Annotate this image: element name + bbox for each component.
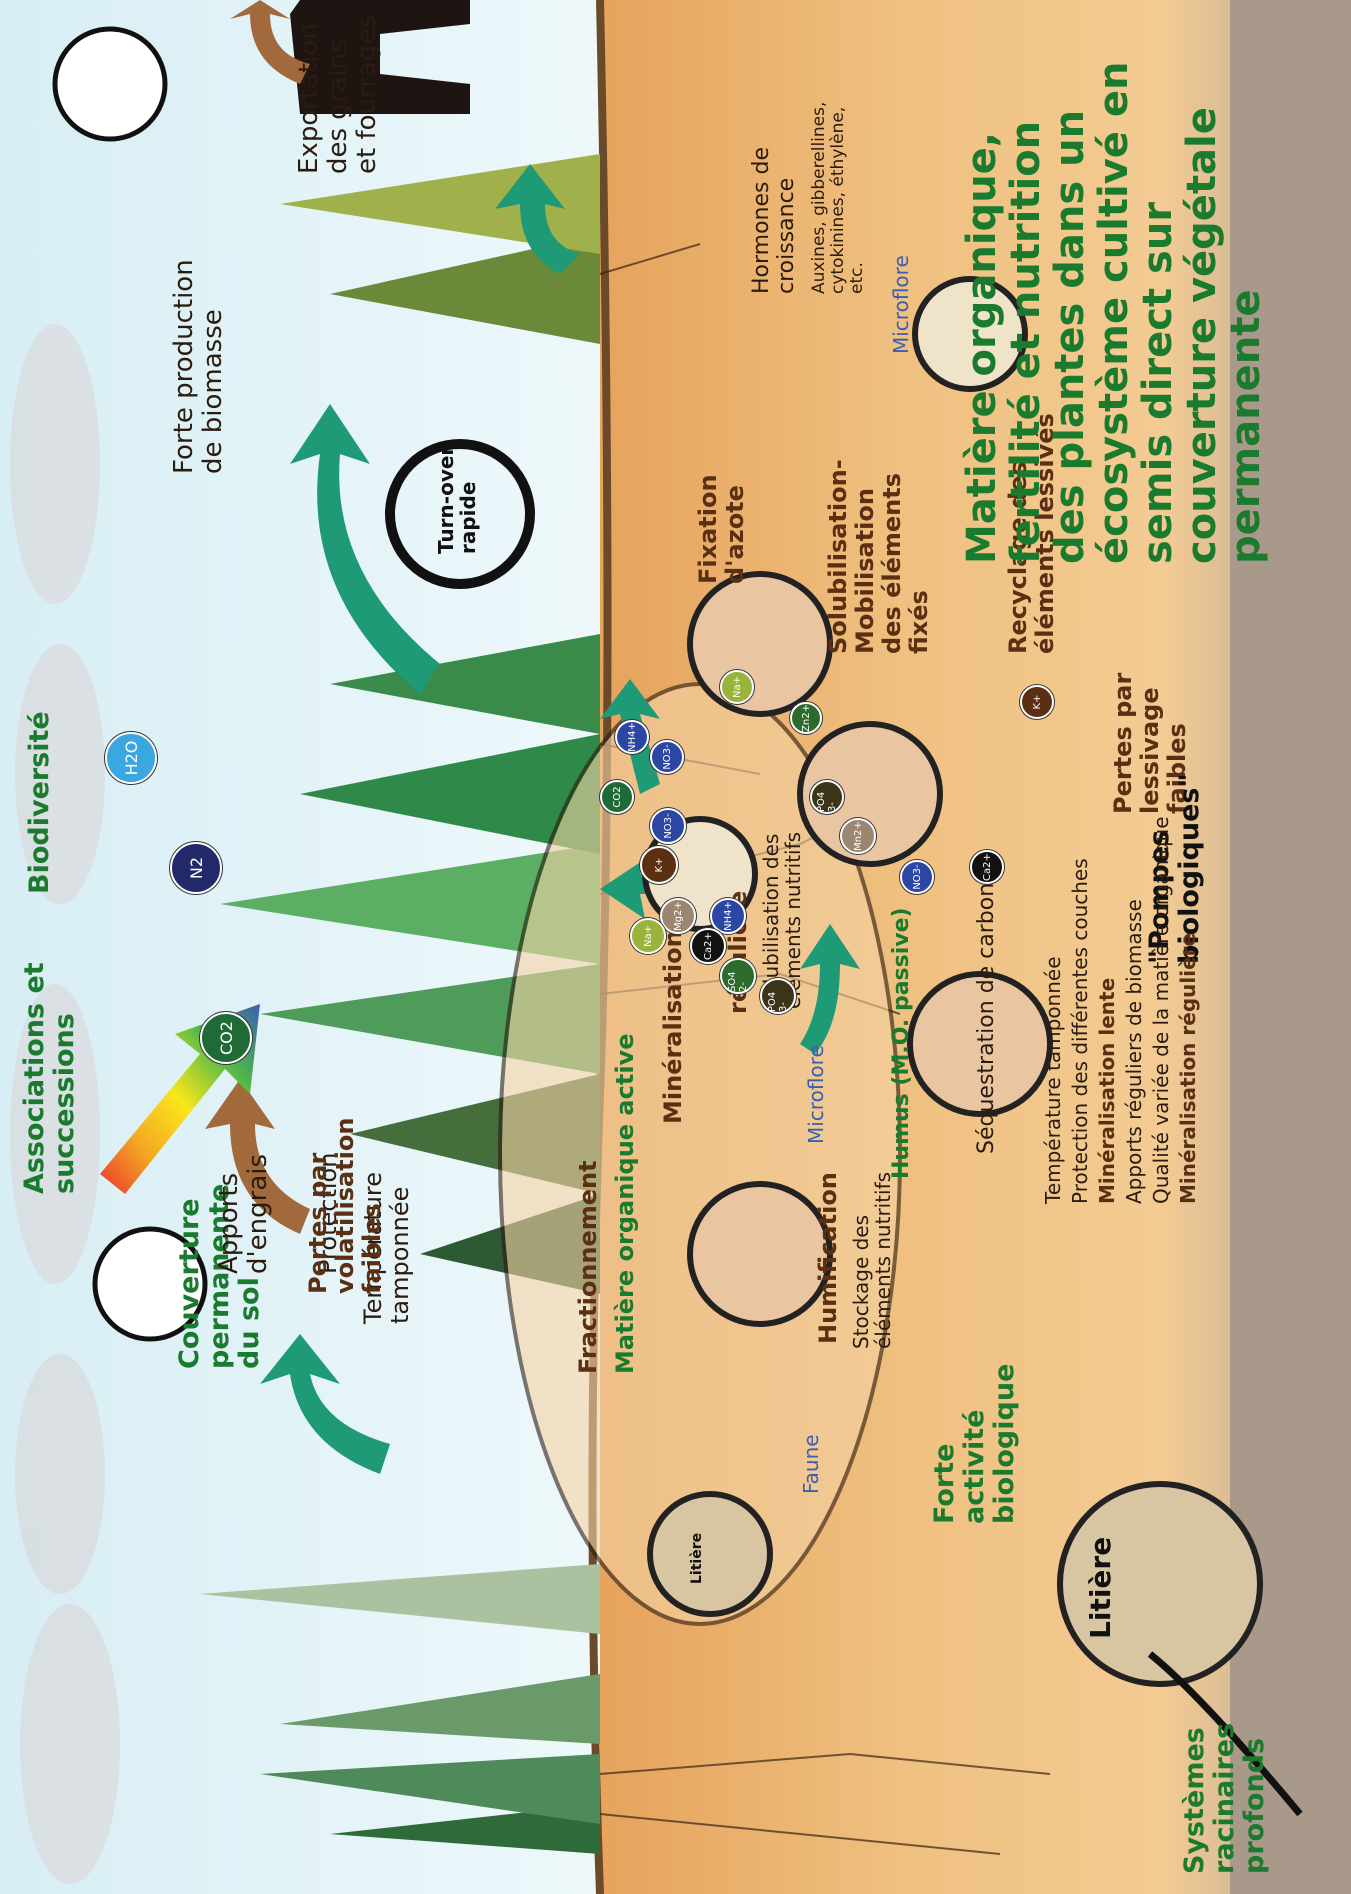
label-apports-l1: Apports xyxy=(215,1154,244,1274)
main-title-l4: écosystème cultivé en xyxy=(1092,62,1136,564)
label-hormones-list-l2: cytokinines, éthylène, xyxy=(829,102,848,294)
label-exportation: Exportation des grains et fourrages xyxy=(295,15,382,174)
ion-bubble: N2 xyxy=(170,842,222,894)
label-exportation-l2: des grains xyxy=(324,15,353,174)
ion-bubble: SO4 2- xyxy=(720,958,756,994)
label-apports-engrais: Apports d'engrais xyxy=(215,1154,273,1274)
label-couverture-l1: Couverture xyxy=(175,1184,205,1369)
label-systemes: Systèmes racinaires profonds xyxy=(1180,1723,1271,1874)
label-hormones-list: Auxines, gibberellines, cytokinines, éth… xyxy=(810,102,867,294)
harvest-icon xyxy=(55,29,165,139)
label-pertes-volat-l1: Pertes par xyxy=(305,1118,332,1294)
main-title-l6: couverture végétale xyxy=(1180,62,1224,564)
ion-bubble: NO3- xyxy=(900,860,934,894)
ion-bubble: CO2 xyxy=(600,780,634,814)
ion-bubble: Mg2+ xyxy=(660,898,696,934)
label-mo-active: Matière organique active xyxy=(612,1034,639,1374)
label-faune: Faune xyxy=(800,1434,822,1494)
ion-bubble: Ca2+ xyxy=(690,928,726,964)
label-hormones-list-l3: etc. xyxy=(848,102,867,294)
bottom-list-item: Qualité variée de la matière organique xyxy=(1148,816,1175,1204)
ion-bubble: Ca2+ xyxy=(970,850,1004,884)
main-title-l7: permanente xyxy=(1224,62,1268,564)
label-sequestration: Séquestration de carbone xyxy=(975,869,1000,1154)
label-hormones-l2: croissance xyxy=(775,147,800,294)
label-temperature-l2: tamponnée xyxy=(387,1172,414,1324)
label-systemes-l2: racinaires xyxy=(1210,1723,1240,1874)
label-forte-activite-l2: activité xyxy=(960,1364,990,1524)
label-systemes-l3: profonds xyxy=(1240,1723,1270,1874)
ion-bubble: PO4 3- xyxy=(760,978,796,1014)
label-stockage-l2: éléments nutritifs xyxy=(872,1172,894,1349)
label-pertes-volat-l3: faibles xyxy=(359,1118,386,1294)
label-biodiversite: Biodiversité xyxy=(25,711,55,894)
label-associations: Associations et successions xyxy=(20,962,80,1194)
bottom-list-item: Minéralisation régulière xyxy=(1175,816,1202,1204)
bottom-list-item: Apports réguliers de biomasse xyxy=(1121,816,1148,1204)
label-solub-mobil-l4: fixés xyxy=(906,459,933,654)
ion-bubble: Mn2+ xyxy=(840,818,876,854)
main-title: Matière organique, fertilité et nutritio… xyxy=(960,62,1268,564)
ion-bubble: PO4 3- xyxy=(810,780,844,814)
label-forte-activite-l1: Forte xyxy=(930,1364,960,1524)
ion-bubble: NO3- xyxy=(650,808,686,844)
label-fractionnement: Fractionnement xyxy=(575,1160,602,1374)
label-solub-mobil: Solubilisation- Mobilisation des élément… xyxy=(825,459,933,654)
label-solub-mobil-l1: Solubilisation- xyxy=(825,459,852,654)
label-apports-l2: d'engrais xyxy=(244,1154,273,1274)
main-title-l1: Matière organique, xyxy=(960,62,1004,564)
label-humus: Humus (M.O. passive) xyxy=(890,907,915,1179)
ion-bubble: NH4+ xyxy=(615,720,649,754)
ion-bubble: CO2 xyxy=(200,1012,252,1064)
label-forte-production: Forte production de biomasse xyxy=(170,259,228,474)
label-associations-l1: Associations et xyxy=(20,962,50,1194)
label-mineralisation: Minéralisation xyxy=(660,930,687,1124)
main-title-l3: des plantes dans un xyxy=(1048,62,1092,564)
label-hormones-l1: Hormones de xyxy=(750,147,775,294)
label-systemes-l1: Systèmes xyxy=(1180,1723,1210,1874)
label-forte-activite: Forte activité biologique xyxy=(930,1364,1021,1524)
label-fixation-l2: d'azote xyxy=(722,474,749,584)
ion-bubble: H2O xyxy=(105,732,157,784)
label-fixation: Fixation d'azote xyxy=(695,474,749,584)
ion-bubble: Na+ xyxy=(720,670,754,704)
label-solub-mobil-l3: des éléments xyxy=(879,459,906,654)
label-litiere-large: Litière xyxy=(1085,1537,1116,1639)
label-stockage-l1: Stockage des xyxy=(850,1172,872,1349)
ion-bubble: Na+ xyxy=(630,918,666,954)
label-stockage: Stockage des éléments nutritifs xyxy=(850,1172,895,1349)
label-fixation-l1: Fixation xyxy=(695,474,722,584)
label-solub-mobil-l2: Mobilisation xyxy=(852,459,879,654)
label-litiere-small: Litière xyxy=(690,1533,706,1584)
ion-bubble: Zn2+ xyxy=(790,702,822,734)
main-title-l2: fertilité et nutrition xyxy=(1004,62,1048,564)
label-production-l2: de biomasse xyxy=(199,259,228,474)
label-hormones: Hormones de croissance xyxy=(750,147,799,294)
main-title-l5: semis direct sur xyxy=(1136,62,1180,564)
label-production-l1: Forte production xyxy=(170,259,199,474)
bottom-list-item: Minéralisation lente xyxy=(1094,816,1121,1204)
ion-bubble: K+ xyxy=(1020,685,1054,719)
label-turnover-l2: rapide xyxy=(457,446,479,554)
ion-bubble: NO3- xyxy=(650,740,684,774)
bottom-list-item: Protection des différentes couches xyxy=(1067,816,1094,1204)
label-turnover-l1: Turn-over xyxy=(435,446,457,554)
label-associations-l2: successions xyxy=(50,962,80,1194)
label-humification: Humification xyxy=(815,1172,842,1344)
label-pertes-less-l1: Pertes par xyxy=(1110,673,1137,814)
label-exportation-l1: Exportation xyxy=(295,15,324,174)
label-pertes-volat-l2: volatilisation xyxy=(332,1118,359,1294)
label-microflore: Microflore xyxy=(805,1045,827,1144)
label-pertes-volat: Pertes par volatilisation faibles xyxy=(305,1118,386,1294)
label-hormones-list-l1: Auxines, gibberellines, xyxy=(810,102,829,294)
label-forte-activite-l3: biologique xyxy=(990,1364,1020,1524)
label-microflore-2: Microflore xyxy=(890,255,912,354)
bottom-list-item: Température tamponnée xyxy=(1040,816,1067,1204)
ion-bubble: K+ xyxy=(640,846,678,884)
label-turnover: Turn-over rapide xyxy=(435,446,480,554)
label-exportation-l3: et fourrages xyxy=(353,15,382,174)
